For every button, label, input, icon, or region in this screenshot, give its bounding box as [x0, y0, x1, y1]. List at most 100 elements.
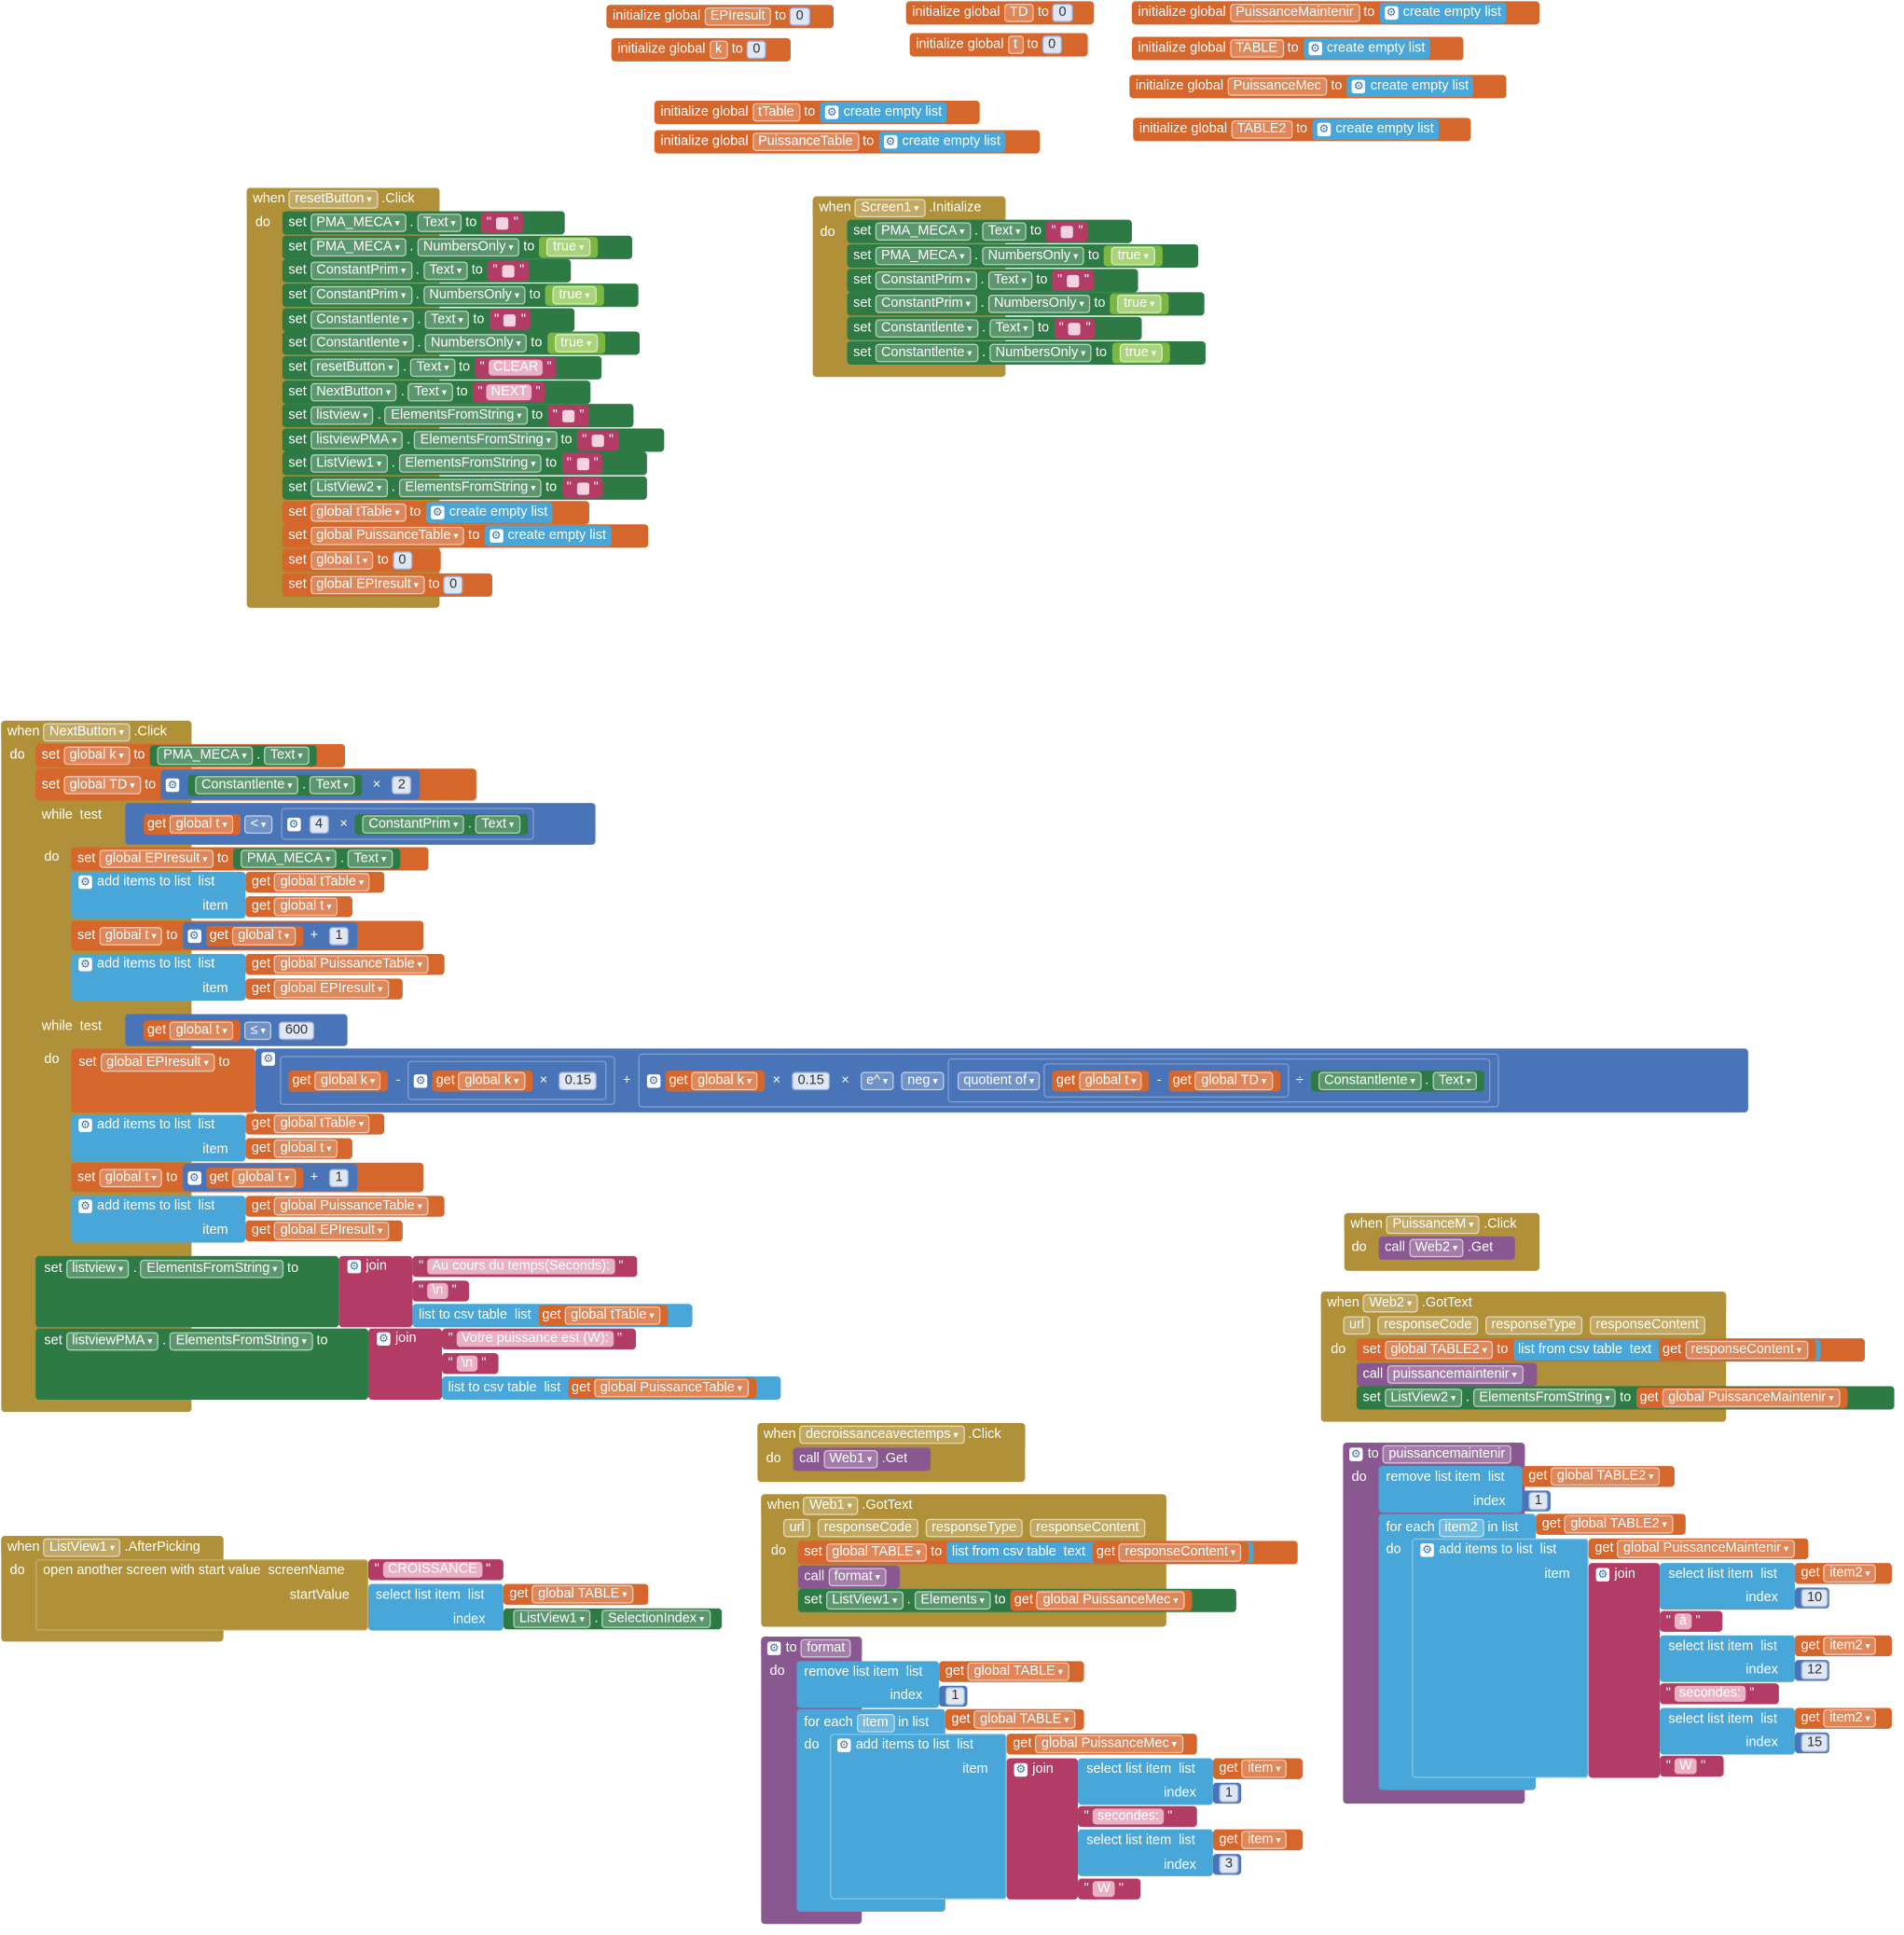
remove-list-item-block[interactable] [1378, 1466, 1523, 1513]
empty-string-block[interactable]: "" [1054, 318, 1096, 339]
empty-string-block[interactable]: "" [1046, 220, 1088, 242]
select-list-item-block[interactable] [1078, 1829, 1213, 1876]
gear-icon[interactable]: ⚙ [78, 1118, 92, 1132]
gear-icon[interactable]: ⚙ [646, 1073, 661, 1087]
add-items-to-list-block[interactable] [1412, 1538, 1589, 1778]
empty-string-block[interactable]: "" [561, 477, 604, 499]
gear-icon[interactable]: ⚙ [1308, 41, 1322, 56]
gear-icon[interactable]: ⚙ [824, 105, 839, 119]
create-empty-list-block[interactable]: ⚙create empty list [1346, 76, 1474, 98]
gear-icon[interactable]: ⚙ [286, 817, 301, 831]
gear-icon[interactable]: ⚙ [883, 134, 898, 149]
gear-icon[interactable]: ⚙ [78, 1199, 92, 1213]
string-block[interactable]: "Votre puissance est (W):" [441, 1328, 637, 1349]
select-list-item-block[interactable] [1078, 1758, 1213, 1805]
true-block[interactable]: true [1111, 342, 1170, 364]
component-getter[interactable]: PMA_MECA.Text [233, 848, 400, 870]
empty-string-block[interactable]: "" [488, 260, 530, 282]
gear-icon[interactable]: ⚙ [1595, 1568, 1610, 1582]
number-block[interactable]: 12 [1794, 1660, 1829, 1681]
empty-string-block[interactable]: "" [561, 452, 604, 475]
gear-icon[interactable]: ⚙ [1352, 79, 1366, 94]
select-list-item-block[interactable] [367, 1583, 504, 1631]
gear-icon[interactable]: ⚙ [431, 505, 445, 519]
gear-icon[interactable]: ⚙ [261, 1052, 275, 1066]
string-block[interactable]: "CROISSANCE" [367, 1559, 504, 1581]
gear-icon[interactable]: ⚙ [78, 875, 92, 890]
empty-string-block[interactable]: "" [576, 429, 619, 451]
component-getter[interactable]: Constantlente.Text [187, 774, 362, 795]
join-block[interactable] [1588, 1563, 1661, 1778]
component-getter[interactable]: ConstantPrim.Text [354, 813, 528, 835]
empty-string-block[interactable]: "" [547, 405, 589, 426]
string-block[interactable]: "à" [1660, 1610, 1723, 1632]
string-block[interactable]: "CLEAR" [475, 357, 557, 379]
gear-icon[interactable]: ⚙ [1384, 6, 1399, 21]
string-block[interactable]: "\n" [412, 1280, 469, 1302]
gear-icon[interactable]: ⚙ [165, 778, 180, 792]
remove-list-item-block[interactable] [796, 1661, 940, 1708]
add-items-to-list-ttable[interactable] [71, 1114, 246, 1162]
number-block[interactable]: 1 [1212, 1782, 1242, 1804]
create-empty-list-block[interactable]: ⚙create empty list [878, 131, 1006, 153]
gear-icon[interactable]: ⚙ [1420, 1543, 1434, 1557]
true-block[interactable]: true [539, 237, 598, 258]
add-items-to-list-puissancetable[interactable] [71, 954, 246, 1002]
component-getter[interactable]: PMA_MECA.Text [149, 745, 317, 767]
gear-icon[interactable]: ⚙ [186, 1170, 201, 1184]
create-empty-list-block[interactable]: ⚙create empty list [1379, 2, 1507, 24]
